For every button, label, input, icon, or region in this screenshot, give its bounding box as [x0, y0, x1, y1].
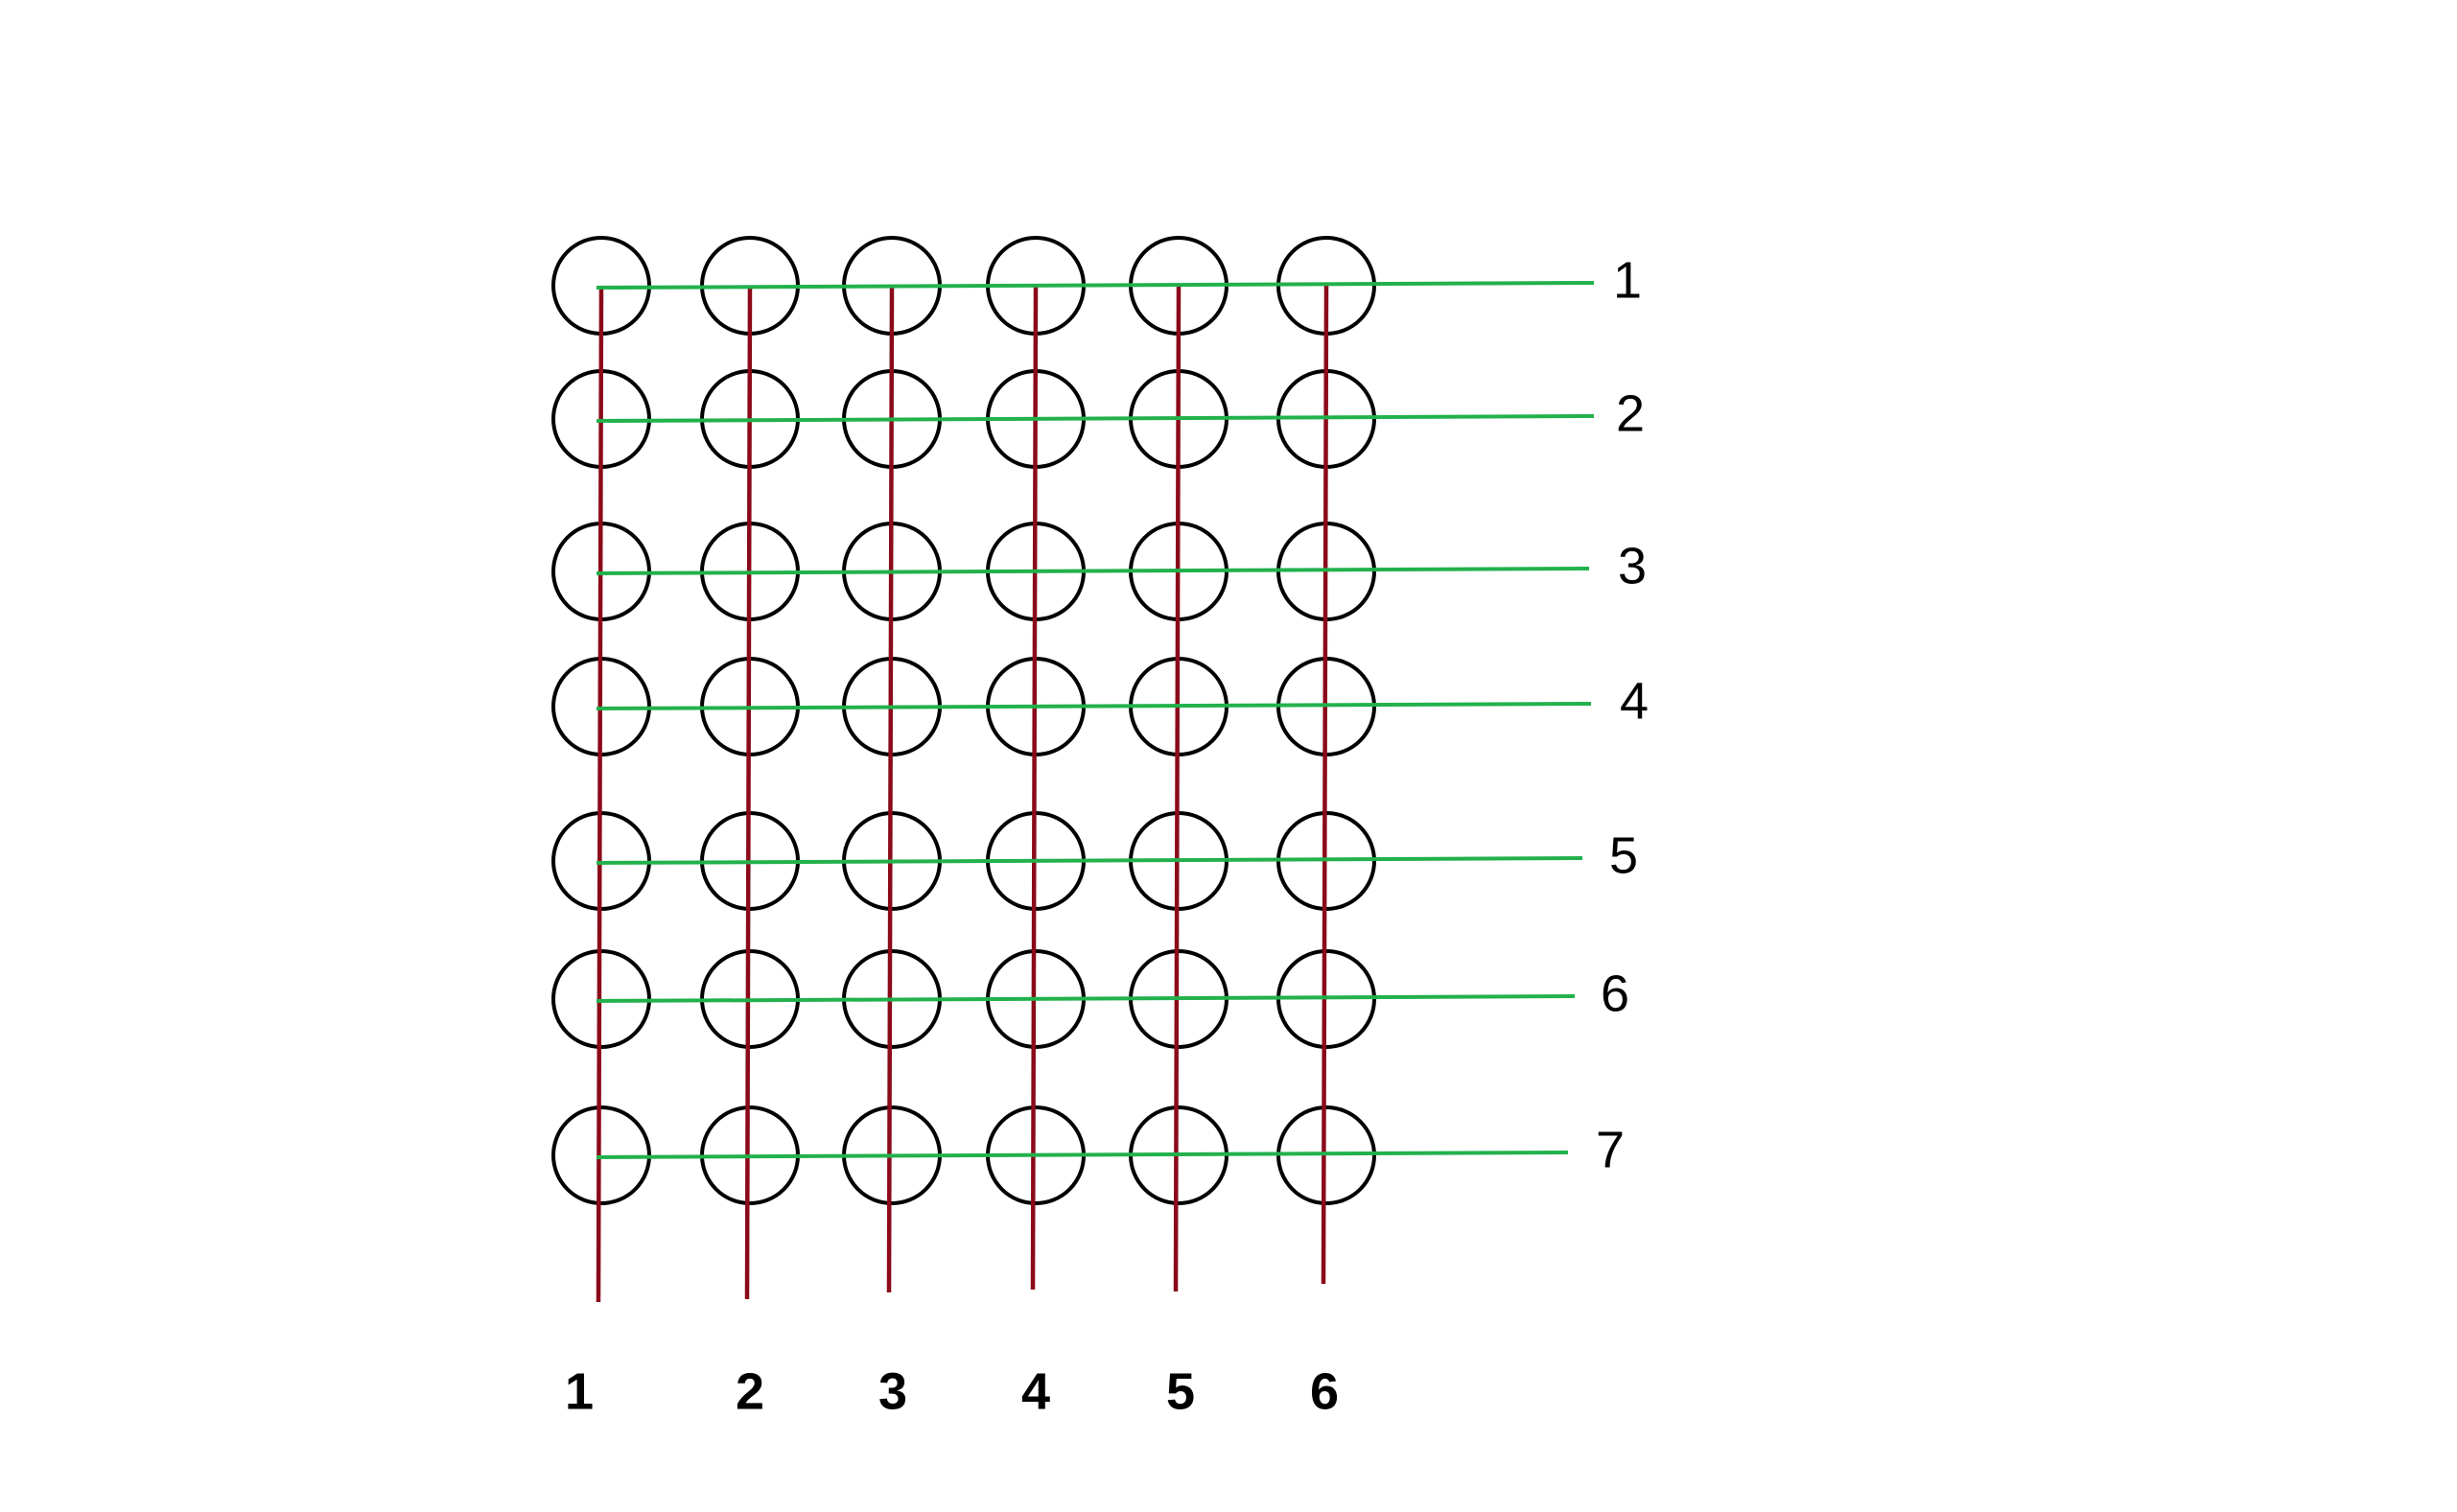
row-label-1: 1 [1613, 251, 1642, 309]
column-line-3 [886, 285, 895, 1293]
column-line-6 [1321, 285, 1329, 1285]
column-lines-layer [596, 285, 1329, 1303]
row-label-7: 7 [1596, 1121, 1625, 1178]
row-label-4: 4 [1620, 672, 1649, 730]
column-line-2 [744, 285, 753, 1300]
column-line-5 [1173, 285, 1182, 1292]
row-line-2 [596, 414, 1595, 423]
row-line-7 [596, 1151, 1569, 1159]
row-line-5 [596, 856, 1583, 865]
row-line-4 [596, 702, 1592, 710]
column-label-5: 5 [1166, 1362, 1195, 1420]
column-labels-layer: 1 2 3 4 5 6 [565, 1362, 1339, 1420]
column-line-4 [1030, 285, 1039, 1291]
row-label-2: 2 [1616, 384, 1645, 442]
row-label-3: 3 [1618, 537, 1647, 594]
column-label-1: 1 [565, 1362, 594, 1420]
column-line-1 [596, 285, 604, 1303]
row-label-6: 6 [1601, 965, 1629, 1022]
row-label-5: 5 [1609, 826, 1638, 884]
row-line-6 [596, 994, 1576, 1003]
row-line-3 [596, 567, 1590, 575]
circles-layer [551, 236, 1376, 1205]
column-label-4: 4 [1021, 1362, 1050, 1420]
row-lines-layer [596, 281, 1595, 1159]
row-labels-layer: 1 2 3 4 5 6 7 [1596, 251, 1649, 1178]
column-label-3: 3 [878, 1362, 907, 1420]
row-line-1 [596, 281, 1595, 290]
column-label-6: 6 [1310, 1362, 1339, 1420]
column-label-2: 2 [736, 1362, 764, 1420]
